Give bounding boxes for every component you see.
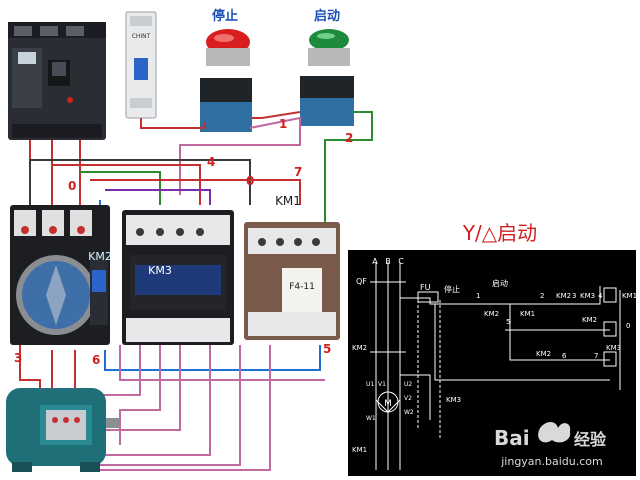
ctrl-km2-contact: KM2: [556, 292, 571, 300]
schematic-title: Y/△启动: [462, 221, 537, 245]
phase-c-label: C: [398, 257, 404, 266]
node-2: 2: [540, 292, 544, 300]
node-3: 3: [572, 292, 576, 300]
wire-number-6: 6: [92, 353, 100, 367]
node-6: 6: [562, 352, 567, 360]
u1-label: U1: [366, 381, 374, 388]
ctrl-km2-interlock: KM2: [536, 350, 551, 358]
wire-number-2: 2: [345, 131, 353, 145]
node-4: 4: [598, 292, 603, 300]
watermark-brand-a: Bai: [494, 426, 530, 450]
node-5: 5: [506, 318, 510, 326]
km1-label: KM1: [275, 194, 301, 208]
node-1: 1: [476, 292, 480, 300]
wire-number-0b: 0: [246, 174, 254, 188]
wire-number-4: 4: [207, 155, 215, 169]
km1-side-label: KM1: [352, 446, 367, 454]
stop-button: 停止: [200, 8, 252, 132]
main-circuit-breaker: [8, 22, 106, 140]
stop-label: 停止: [444, 284, 460, 294]
contactor-km3: KM3: [122, 210, 234, 345]
ctrl-km2-hold: KM2: [484, 310, 499, 318]
motor-label: M: [384, 399, 392, 409]
fu-label: FU: [420, 283, 431, 292]
wire-numbers: 0 0 1 2 3 4 5 6 7: [14, 117, 353, 367]
wires: [15, 111, 373, 471]
ctrl-km1-coil: KM1: [622, 292, 637, 300]
wire-number-5: 5: [323, 342, 331, 356]
u2-label: U2: [404, 381, 412, 388]
start-button: 启动: [300, 8, 354, 126]
watermark-brand-b: 经验: [574, 430, 607, 449]
w1-label: W1: [366, 415, 376, 422]
w2-label: W2: [404, 409, 414, 416]
aux-block-label: F4-11: [289, 282, 315, 292]
start-button-label: 启动: [314, 8, 340, 24]
wire-number-7: 7: [294, 165, 302, 179]
contactor-km1: KM1 F4-11: [244, 194, 340, 340]
phase-b-label: B: [385, 257, 391, 266]
wire-number-3: 3: [14, 351, 22, 365]
node-7: 7: [594, 352, 598, 360]
km2-label: KM2: [88, 250, 112, 263]
control-breaker: CHINT: [125, 11, 157, 119]
start-label: 启动: [492, 278, 508, 288]
ctrl-km3-coil: KM3: [606, 344, 621, 352]
node-0: 0: [626, 322, 630, 330]
v1-label: V1: [378, 381, 386, 388]
ctrl-km1-hold: KM1: [520, 310, 535, 318]
watermark-url: jingyan.baidu.com: [500, 455, 603, 468]
motor: [6, 388, 120, 472]
paw-icon: [538, 422, 571, 443]
watermark: Bai 经验 jingyan.baidu.com: [494, 422, 607, 468]
ctrl-km2-coil: KM2: [582, 316, 597, 324]
contactor-km2: KM2: [10, 205, 112, 345]
stop-button-label: 停止: [212, 8, 238, 24]
schematic-panel: A B C QF FU 停止 启动 KM2 KM3 KM1 M U1 V1 W1…: [348, 250, 637, 476]
ctrl-km3-contact: KM3: [580, 292, 595, 300]
breaker-brand: CHINT: [132, 33, 151, 40]
km3-label: KM3: [148, 264, 172, 277]
v2-label: V2: [404, 395, 412, 402]
wire-number-1: 1: [279, 117, 287, 131]
phase-a-label: A: [372, 257, 378, 266]
start-button-cap: [309, 29, 349, 51]
qf-label: QF: [356, 277, 367, 286]
km3-side-label: KM3: [446, 396, 461, 404]
wire-number-0a: 0: [68, 179, 76, 193]
km2-side-label: KM2: [352, 344, 367, 352]
